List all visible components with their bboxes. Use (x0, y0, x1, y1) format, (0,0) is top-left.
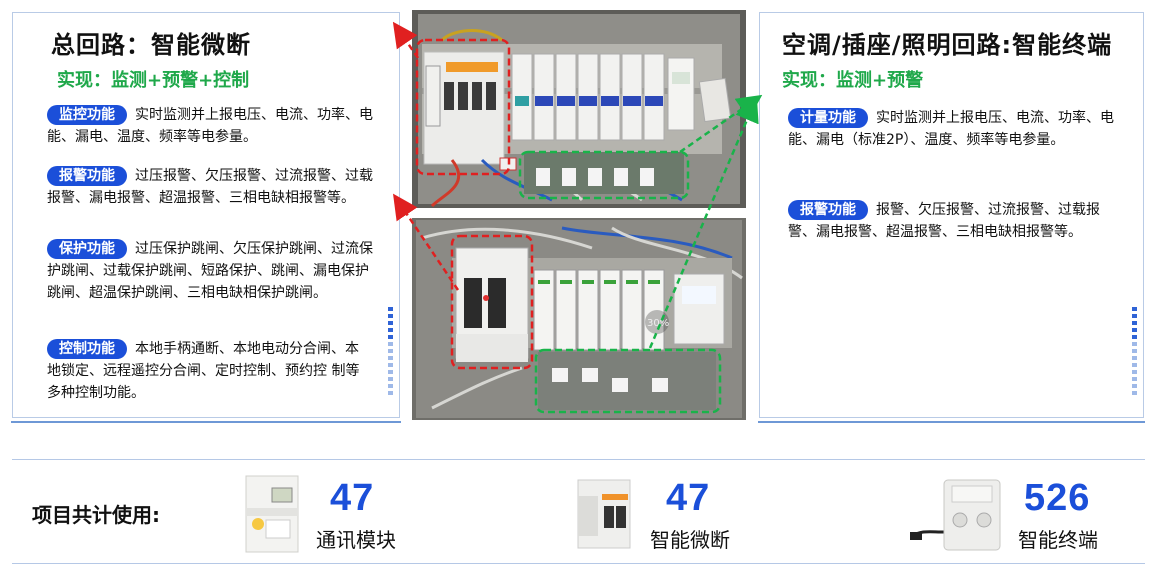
right-info-panel: 空调/插座/照明回路:智能终端 实现：监测+预警 计量功能实时监测并上报电压、电… (758, 12, 1145, 423)
feature-protection: 保护功能过压保护跳闸、欠压保护跳闸、过流保护跳闸、过载保护跳闸、短路保护、跳闸、… (47, 238, 382, 304)
decor-bars (388, 307, 393, 395)
breaker-highlight-box (415, 38, 511, 176)
feature-monitoring: 监控功能实时监测并上报电压、电流、功率、电能、漏电、温度、频率等电参量。 (47, 104, 382, 148)
feature-text: 过压保护跳闸、欠压保护跳闸、过流保护跳闸、过载保护跳闸、短路保护、跳闸、漏电保护… (47, 241, 373, 301)
smart-breaker-icon (576, 478, 632, 554)
comm-module-icon (240, 474, 304, 558)
summary-bottom-divider (12, 563, 1145, 564)
stat-label-comm-module: 通讯模块 (316, 528, 396, 552)
terminal-highlight-box (534, 348, 722, 414)
feature-alarm-terminal: 报警功能报警、欠压报警、过流报警、过载报警、漏电报警、超温报警、三相电缺相报警等… (788, 199, 1118, 243)
feature-text: 本地手柄通断、本地电动分合闸、本地锁定、远程遥控分合闸、定时控制、预约控 制等多… (47, 341, 360, 401)
smart-breaker-highlight-box (450, 234, 534, 370)
decor-underline (758, 421, 1145, 424)
feature-badge: 保护功能 (47, 239, 127, 259)
feature-badge: 监控功能 (47, 105, 127, 125)
loading-percent-label: 30% (647, 318, 669, 329)
feature-badge: 报警功能 (788, 200, 868, 220)
summary-top-divider (12, 459, 1145, 460)
feature-badge: 报警功能 (47, 166, 127, 186)
distribution-box-illustration (412, 10, 746, 208)
right-panel-subtitle: 实现：监测+预警 (782, 70, 924, 91)
decor-bars (1132, 307, 1137, 395)
feature-badge: 控制功能 (47, 339, 127, 359)
stat-label-smart-breaker: 智能微断 (650, 528, 730, 552)
stat-label-smart-terminal: 智能终端 (1018, 528, 1098, 552)
distribution-box-photo-bottom: 30% (412, 218, 746, 420)
feature-alarm: 报警功能过压报警、欠压报警、过流报警、过载报警、漏电报警、超温报警、三相电缺相报… (47, 165, 382, 209)
feature-metering: 计量功能实时监测并上报电压、电流、功率、电能、漏电（标准2P）、温度、频率等电参… (788, 107, 1133, 151)
left-info-panel: 总回路：智能微断 实现：监测+预警+控制 监控功能实时监测并上报电压、电流、功率… (11, 12, 401, 423)
feature-text: 实时监测并上报电压、电流、功率、电能、漏电、温度、频率等电参量。 (47, 107, 373, 145)
feature-text: 过压报警、欠压报警、过流报警、过载报警、漏电报警、超温报警、三相电缺相报警等。 (47, 168, 373, 206)
smart-terminal-icon (908, 474, 1004, 558)
distribution-box-photo-top (412, 10, 746, 208)
stat-value-smart-breaker: 47 (666, 477, 711, 519)
left-panel-subtitle: 实现：监测+预警+控制 (57, 70, 250, 91)
feature-control: 控制功能本地手柄通断、本地电动分合闸、本地锁定、远程遥控分合闸、定时控制、预约控… (47, 338, 372, 404)
stat-value-smart-terminal: 526 (1024, 477, 1091, 519)
right-panel-title: 空调/插座/照明回路:智能终端 (782, 31, 1113, 59)
feature-text: 实时监测并上报电压、电流、功率、电能、漏电（标准2P）、温度、频率等电参量。 (788, 110, 1114, 148)
feature-text: 报警、欠压报警、过流报警、过载报警、漏电报警、超温报警、三相电缺相报警等。 (788, 202, 1100, 240)
decor-underline (11, 421, 401, 424)
feature-badge: 计量功能 (788, 108, 868, 128)
summary-label: 项目共计使用: (32, 503, 160, 527)
left-panel-title: 总回路：智能微断 (51, 31, 251, 59)
stat-value-comm-module: 47 (330, 477, 375, 519)
